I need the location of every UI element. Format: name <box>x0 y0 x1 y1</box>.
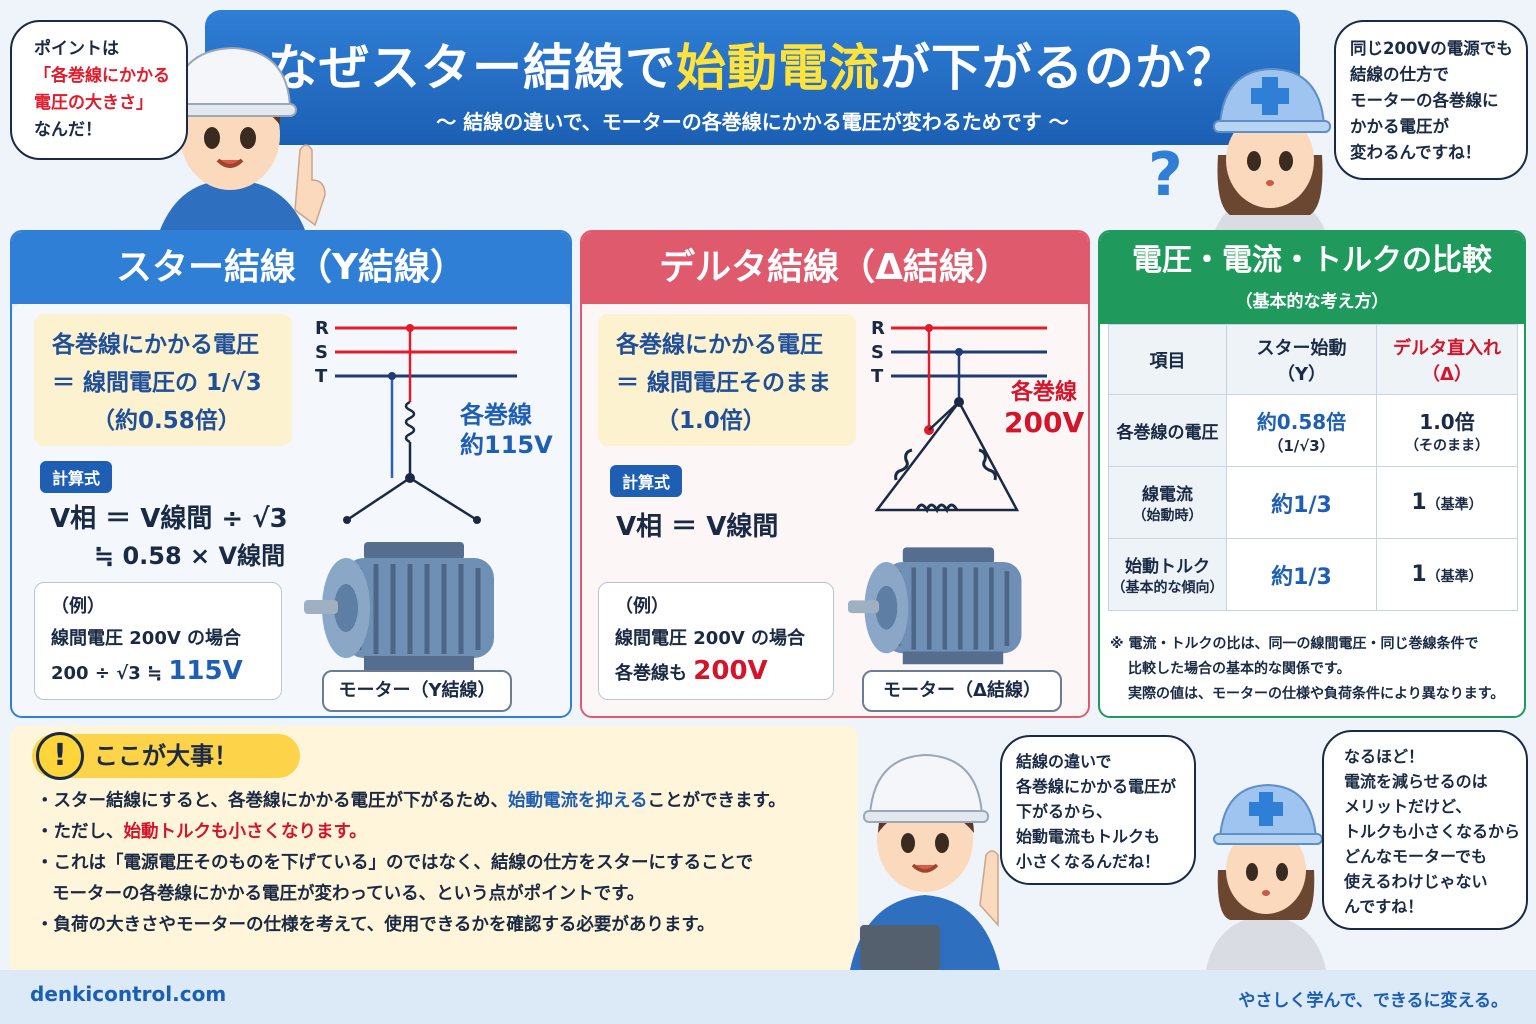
star-formula-2: ≒ 0.58 × V線間 <box>94 542 286 570</box>
phase-label-s: S <box>315 342 328 363</box>
question-mark-icon: ? <box>1148 140 1183 210</box>
row-item: 線電流（始動時） <box>1108 466 1227 539</box>
col-header-delta: デルタ直入れ（Δ） <box>1376 324 1518 395</box>
footer: denkicontrol.com やさしく学んで、できるに変える。 <box>0 970 1536 1024</box>
star-connection-panel: スター結線（Y結線） 各巻線にかかる電圧 ＝ 線間電圧の 1/√3 （約0.58… <box>10 230 572 718</box>
motor-delta-illustration <box>848 547 1022 665</box>
comparison-note: ※ 電流・トルクの比は、同一の線間電圧・同じ巻線条件で 比較した場合の基本的な関… <box>1110 636 1505 702</box>
delta-wiring-diagram: R S T <box>871 318 1047 514</box>
footer-slogan: やさしく学んで、できるに変える。 <box>1238 991 1508 1011</box>
site-link[interactable]: denkicontrol.com <box>30 982 227 1006</box>
list-item: ・これは「電源電圧そのものを下げている」のではなく、結線の仕方をスターにすること… <box>36 853 754 904</box>
row-star-value: 約1/3 <box>1226 538 1377 611</box>
row-delta-value: 1.0倍（そのまま） <box>1376 394 1518 467</box>
delta-connection-panel: デルタ結線（Δ結線） 各巻線にかかる電圧 ＝ 線間電圧そのまま （1.0倍） 計… <box>580 230 1090 718</box>
list-item: ・負荷の大きさやモーターの仕様を考えて、使用できるかを確認する必要があります。 <box>36 915 715 935</box>
phase-label-s: S <box>871 342 884 363</box>
delta-example-box: （例） 線間電圧 200V の場合 各巻線も 200V <box>598 582 834 700</box>
star-voltage-box: 各巻線にかかる電圧 ＝ 線間電圧の 1/√3 （約0.58倍） <box>34 314 292 446</box>
table-row: 線電流（始動時） 約1/3 1（基準） <box>1108 466 1518 539</box>
list-item: ・スター結線にすると、各巻線にかかる電圧が下がるため、始動電流を抑えることができ… <box>36 791 786 811</box>
table-row: 始動トルク（基本的な傾向） 約1/3 1（基準） <box>1108 538 1518 611</box>
speech-bubble-bottom-right: なるほど！ 電流を減らせるのは メリットだけど、 トルクも小さくなるから どんな… <box>1322 730 1528 930</box>
star-wiring-diagram: R S T <box>315 318 517 524</box>
speech-bubble-top-left: ポイントは 「各巻線にかかる 電圧の大きさ」 なんだ！ <box>10 20 188 160</box>
table-header-row: 項目 スター始動（Y） デルタ直入れ（Δ） <box>1108 324 1518 395</box>
speech-bubble-bottom-left: 結線の違いで 各巻線にかかる電圧が 下がるから、 始動電流もトルクも 小さくなる… <box>1000 735 1196 885</box>
list-item: ・ただし、始動トルクも小さくなります。 <box>36 822 367 842</box>
star-formula-badge: 計算式 <box>40 461 113 493</box>
page-title: なぜスター結線で始動電流が下がるのか？ <box>268 39 1237 97</box>
title-banner: なぜスター結線で始動電流が下がるのか？ 〜 結線の違いで、モーターの各巻線にかか… <box>205 10 1300 145</box>
col-header-item: 項目 <box>1108 324 1227 395</box>
engineer-boy-clipboard-illustration <box>850 753 1000 970</box>
speech-bubble-top-right: 同じ200Vの電源でも 結線の仕方で モーターの各巻線に かかる電圧が 変わるん… <box>1334 20 1528 180</box>
row-delta-value: 1（基準） <box>1376 466 1518 539</box>
star-formula-1: V相 ＝ V線間 ÷ √3 <box>50 504 288 534</box>
row-item: 始動トルク（基本的な傾向） <box>1108 538 1227 611</box>
comparison-heading: 電圧・電流・トルクの比較 <box>1100 232 1524 324</box>
delta-motor-label: モーター（Δ結線） <box>862 670 1062 712</box>
row-item: 各巻線の電圧 <box>1108 394 1227 467</box>
exclamation-icon: ! <box>36 732 84 780</box>
engineer-girl-illustration <box>1213 67 1331 230</box>
comparison-panel: 電圧・電流・トルクの比較 （基本的な考え方） 項目 スター始動（Y） デルタ直入… <box>1098 230 1526 718</box>
col-header-star: スター始動（Y） <box>1226 324 1377 395</box>
star-motor-label: モーター（Y結線） <box>322 670 512 712</box>
table-row: 各巻線の電圧 約0.58倍（1/√3） 1.0倍（そのまま） <box>1108 394 1518 467</box>
comparison-subheading: （基本的な考え方） <box>1235 292 1389 312</box>
phase-label-t: T <box>871 366 884 387</box>
star-coil-voltage-label: 各巻線 約115V <box>460 401 553 459</box>
delta-formula-badge: 計算式 <box>610 465 683 497</box>
star-example-box: （例） 線間電圧 200V の場合 200 ÷ √3 ≒ 115V <box>34 582 282 700</box>
engineer-girl-thinking-illustration <box>1206 783 1326 970</box>
phase-label-t: T <box>315 366 328 387</box>
phase-label-r: R <box>315 318 329 339</box>
motor-y-illustration <box>304 542 494 670</box>
row-star-value: 約0.58倍（1/√3） <box>1226 394 1377 467</box>
row-delta-value: 1（基準） <box>1376 538 1518 611</box>
delta-voltage-box: 各巻線にかかる電圧 ＝ 線間電圧そのまま （1.0倍） <box>598 314 856 446</box>
comparison-table: 項目 スター始動（Y） デルタ直入れ（Δ） 各巻線の電圧 約0.58倍（1/√3… <box>1108 324 1518 611</box>
important-list: ・スター結線にすると、各巻線にかかる電圧が下がるため、始動電流を抑えることができ… <box>36 786 848 941</box>
delta-coil-voltage-label: 各巻線 200V <box>1004 380 1085 439</box>
page-subtitle: 〜 結線の違いで、モーターの各巻線にかかる電圧が変わるためです 〜 <box>436 110 1069 134</box>
delta-formula-1: V相 ＝ V線間 <box>616 512 779 542</box>
engineer-boy-illustration <box>160 46 326 230</box>
star-heading: スター結線（Y結線） <box>12 232 570 304</box>
phase-label-r: R <box>871 318 885 339</box>
delta-heading: デルタ結線（Δ結線） <box>582 232 1088 304</box>
important-points-box: ここが大事！ ! ・スター結線にすると、各巻線にかかる電圧が下がるため、始動電流… <box>10 726 858 976</box>
row-star-value: 約1/3 <box>1226 466 1377 539</box>
